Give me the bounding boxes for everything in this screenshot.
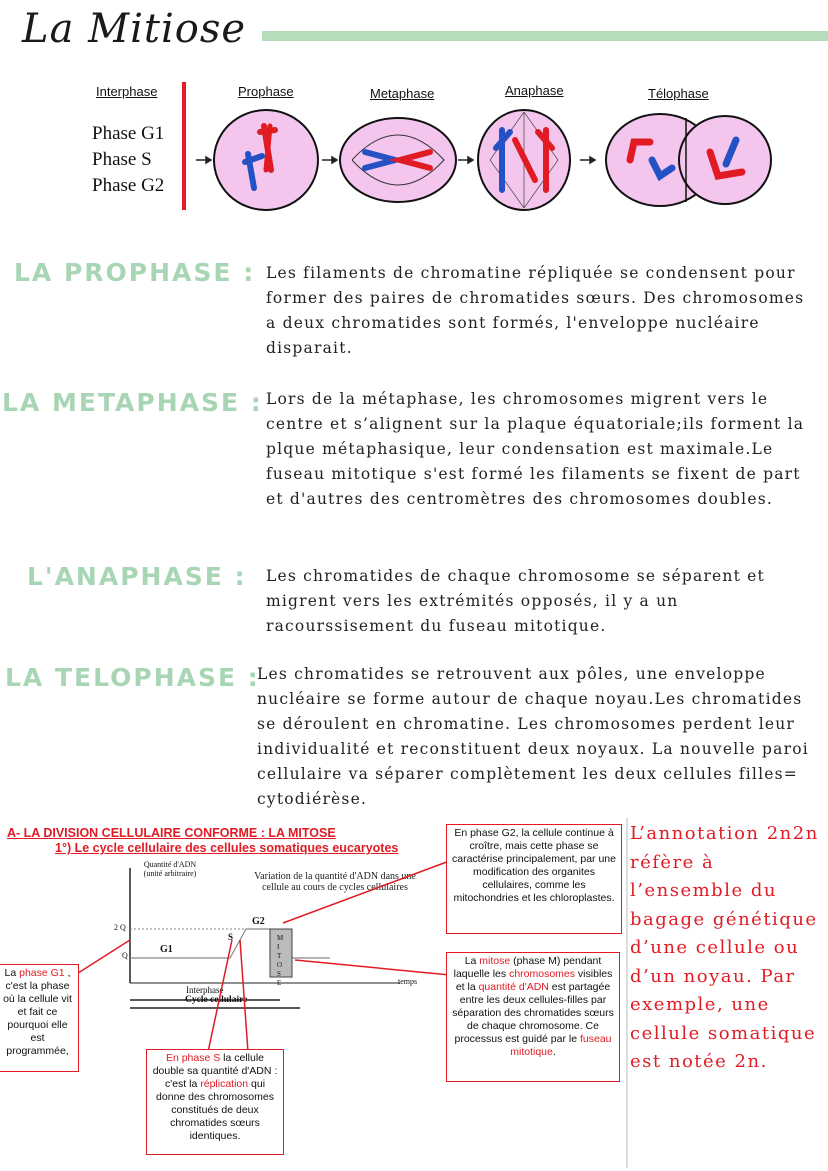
tick-q: Q [122,951,128,960]
label-cycle: Cycle cellulaire [185,995,248,1005]
interphase-item: Phase G2 [92,175,165,196]
callout-s: En phase S la cellule double sa quantité… [146,1049,284,1155]
title-underline-bar [262,31,828,41]
page-title: La Mitiose [22,6,247,52]
figure-divider [626,818,628,1168]
section-text-prophase: Les filaments de chromatine répliquée se… [266,264,805,357]
metaphase-cell [339,117,457,203]
telophase-cells [605,113,772,207]
section-title-prophase: LA PROPHASE : [14,258,256,287]
interphase-separator [182,82,186,210]
label-temps: temps [398,977,418,986]
metaphase-label: Metaphase [370,86,435,101]
callout-g1: La phase G1 , c'est la phase où la cellu… [0,964,79,1072]
y-axis-label: Quantité d'ADN (unité arbitraire) [143,860,197,878]
telophase-label: Télophase [648,86,709,101]
anaphase-label: Anaphase [505,83,564,98]
graph-title: Variation de la quantité d'ADN dans une … [254,871,416,893]
prophase-label: Prophase [238,84,294,99]
section-text-telophase: Les chromatides se retrouvent aux pôles,… [257,665,809,808]
figure-heading: A- LA DIVISION CELLULAIRE CONFORME : LA … [7,826,336,840]
section-title-telophase: LA TELOPHASE : [5,663,260,692]
anaphase-cell [477,109,571,211]
section-text-metaphase: Lors de la métaphase, les chromosomes mi… [266,390,805,508]
interphase-label: Interphase [96,84,158,99]
prophase-cell [213,109,319,211]
label-mitose: MITOSE [277,934,284,987]
interphase-item: Phase S [92,149,152,170]
dna-quantity-graph [129,868,400,1009]
label-s: S [228,932,234,942]
label-interphase: Interphase [186,985,224,995]
interphase-item: Phase G1 [92,123,165,144]
mitosis-phases-illustration [196,109,772,211]
section-title-anaphase: L'ANAPHASE : [27,562,247,591]
label-g2: G2 [252,916,265,927]
interphase-list: Phase G1 Phase S Phase G2 [92,121,164,199]
section-title-metaphase: LA METAPHASE : [2,388,263,417]
tick-2q: 2 Q [114,923,126,932]
callout-g2: En phase G2, la cellule continue à croît… [446,824,622,934]
ploidy-annotation: L’annotation 2n2n réfère à l’ensemble du… [630,823,819,1072]
callout-connectors [74,859,453,1053]
callout-mitose: La mitose (phase M) pendant laquelle les… [446,952,620,1082]
section-text-anaphase: Les chromatides de chaque chromosome se … [266,567,765,635]
label-g1: G1 [160,944,173,955]
figure-subheading: 1°) Le cycle cellulaire des cellules som… [55,841,399,855]
